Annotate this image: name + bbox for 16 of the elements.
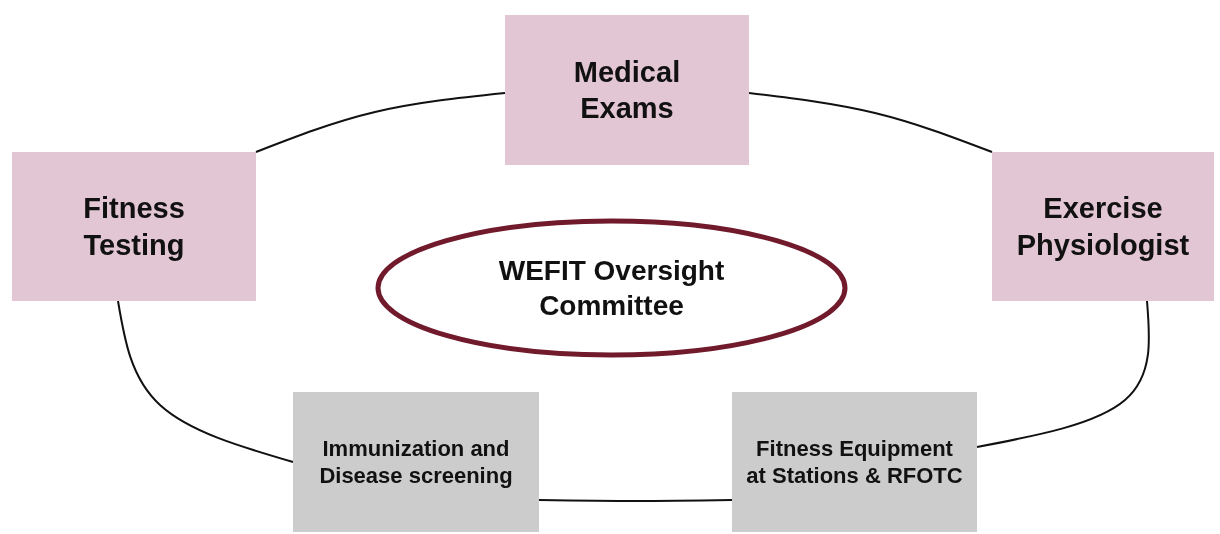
node-label: Fitness Equipment at Stations & RFOTC [746, 434, 963, 490]
role-box [992, 152, 1214, 301]
role-box [505, 15, 749, 165]
connector-line [255, 92, 506, 153]
node-label: Fitness Testing [82, 191, 186, 263]
connector-line [976, 300, 1150, 448]
role-box [12, 152, 256, 301]
node-label: Exercise Physiologist [1016, 191, 1190, 263]
node-label: WEFIT Oversight Committee [497, 254, 726, 323]
node-label: Medical Exams [572, 54, 682, 126]
connector-line [538, 499, 733, 502]
support-box [732, 392, 977, 532]
support-box [293, 392, 539, 532]
connector-line [117, 300, 294, 463]
node-label: Immunization and Disease screening [318, 434, 514, 490]
connector-line [748, 92, 993, 153]
